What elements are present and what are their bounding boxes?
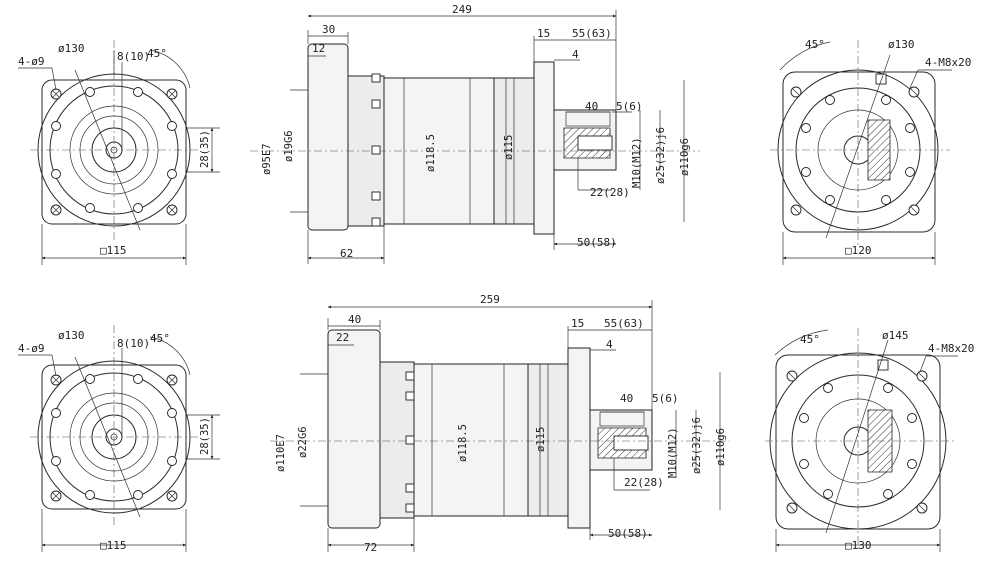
top-side-shaft-total-label: 50(58) [577, 236, 617, 249]
bottom-rear-holes-label: 4-M8x20 [928, 342, 974, 355]
bottom-side-shoulder-label: 4 [606, 338, 613, 351]
top-side-shaft-dia-label: ø25(32)j6 [655, 127, 667, 184]
bottom-rear-bolt-circle-label: ø145 [882, 329, 909, 342]
top-front-view: 4-ø9 ø130 8(10) 45° 28(35) □115 [18, 40, 220, 265]
bottom-rear-bolt-holes [786, 370, 928, 514]
top-side-input-len-label: 62 [340, 247, 353, 260]
top-front-bolt-holes [50, 87, 178, 216]
bottom-side-view: 259 40 22 15 55(63) 4 40 5(6) ø110E7 ø22… [270, 293, 730, 554]
bottom-side-key-end-label: 5(6) [652, 392, 679, 405]
bottom-side-body-dia-label: ø118.5 [457, 424, 469, 462]
bottom-side-output-flange-label: 15 [571, 317, 584, 330]
bottom-side-thread-depth-label: 22(28) [624, 476, 664, 489]
bottom-side-overall-label: 259 [480, 293, 500, 306]
top-rear-angle-label: 45° [805, 38, 825, 51]
bottom-side-flange-thk-label: 22 [336, 331, 349, 344]
bottom-side-key-len-label: 40 [620, 392, 633, 405]
top-front-holes-label: 4-ø9 [18, 55, 45, 68]
bottom-side-bore-label: ø110E7 [275, 434, 287, 472]
bottom-side-shaft-dia-label: ø25(32)j6 [691, 417, 703, 474]
bottom-side-input-len-label: 72 [364, 541, 377, 554]
top-side-body-dia-label: ø118.5 [425, 134, 437, 172]
top-front-shaft-height-label: 28(35) [199, 130, 211, 168]
top-rear-square-label: □120 [845, 244, 872, 257]
top-side-bore-label: ø95E7 [261, 143, 273, 175]
top-front-bolt-circle-label: ø130 [58, 42, 85, 55]
top-side-shaft-len-label: 55(63) [572, 27, 612, 40]
bottom-front-angle-label: 45° [150, 332, 170, 345]
bottom-side-pilot-label: ø110g6 [715, 428, 727, 466]
top-side-pilot-label: ø110g6 [679, 138, 691, 176]
top-side-flange-len-label: 30 [322, 23, 335, 36]
bottom-side-flange-len-label: 40 [348, 313, 361, 326]
top-side-key-len-label: 40 [585, 100, 598, 113]
bottom-front-shaft-height-label: 28(35) [199, 417, 211, 455]
bottom-side-shaft-len-label: 55(63) [604, 317, 644, 330]
top-side-overall-label: 249 [452, 3, 472, 16]
bottom-side-thread-label: M10(M12) [667, 427, 679, 478]
bottom-rear-square-label: □130 [845, 539, 872, 552]
top-side-shoulder-label: 4 [572, 48, 579, 61]
top-side-input-shaft-label: ø19G6 [283, 130, 295, 162]
top-side-key-end-label: 5(6) [616, 100, 643, 113]
top-side-view: 249 30 12 15 55(63) 4 40 5(6) ø95E7 ø19G… [250, 3, 700, 264]
top-side-ring-dia-label: ø115 [503, 135, 515, 160]
bottom-front-view: 4-ø9 ø130 8(10) 45° 28(35) □115 [18, 325, 220, 552]
bottom-front-key-label: 8(10) [117, 337, 150, 350]
bottom-side-input-shaft-label: ø22G6 [297, 426, 309, 458]
bottom-rear-angle-label: 45° [800, 333, 820, 346]
bottom-front-square-label: □115 [100, 539, 127, 552]
top-side-output-flange-label: 15 [537, 27, 550, 40]
bottom-side-ring-dia-label: ø115 [535, 427, 547, 452]
top-rear-holes-label: 4-M8x20 [925, 56, 971, 69]
top-rear-bolt-circle-label: ø130 [888, 38, 915, 51]
bottom-front-holes-label: 4-ø9 [18, 342, 45, 355]
bottom-front-bolt-holes [50, 374, 178, 502]
bottom-front-bolt-circle-label: ø130 [58, 329, 85, 342]
top-rear-bolt-holes [790, 86, 920, 216]
top-rear-view: 45° ø130 4-M8x20 □120 [770, 38, 971, 265]
top-front-square-label: □115 [100, 244, 127, 257]
top-front-key-label: 8(10) [117, 50, 150, 63]
bottom-rear-view: 45° ø145 4-M8x20 □130 [765, 328, 974, 552]
bottom-side-shaft-total-label: 50(58) [608, 527, 648, 540]
top-front-angle-label: 45° [147, 47, 167, 60]
top-side-thread-depth-label: 22(28) [590, 186, 630, 199]
top-side-thread-label: M10(M12) [631, 137, 643, 188]
top-side-flange-thk-label: 12 [312, 42, 325, 55]
